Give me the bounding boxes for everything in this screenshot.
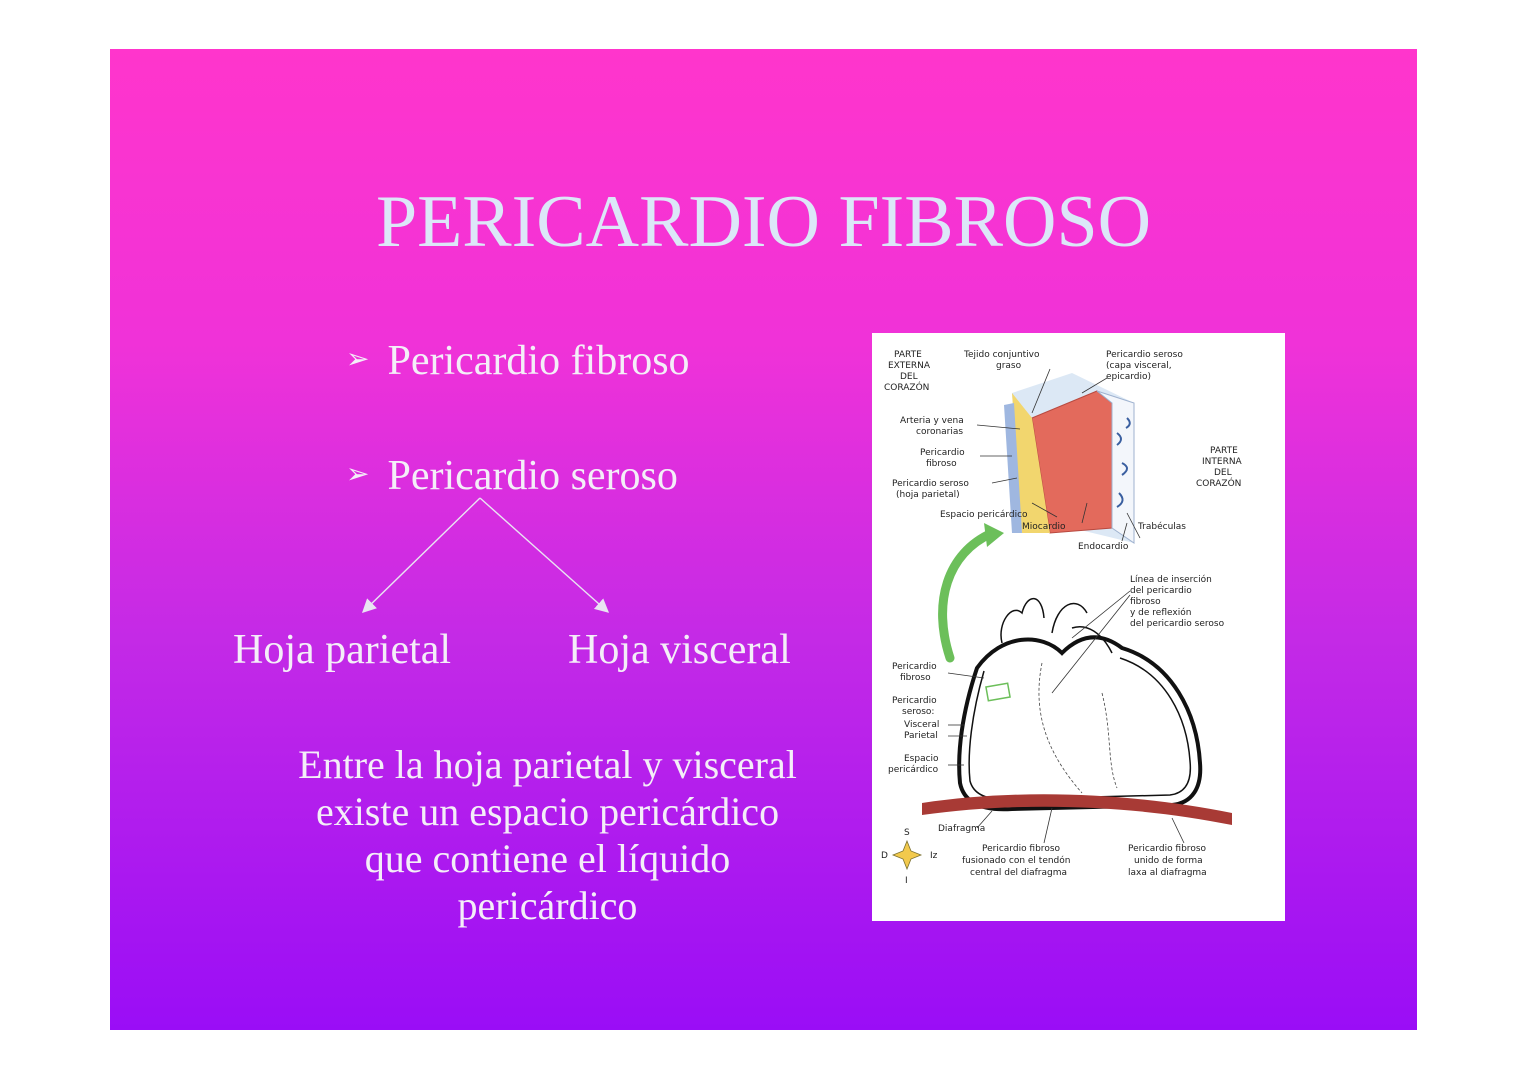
lbl-linea-insercion: Línea de inserción	[1130, 574, 1212, 585]
svg-text:del pericardio seroso: del pericardio seroso	[1130, 619, 1225, 629]
svg-text:CORAZÓN: CORAZÓN	[1196, 477, 1241, 489]
compass-i: I	[905, 876, 908, 886]
svg-text:CORAZÓN: CORAZÓN	[884, 381, 929, 393]
compass-iz: Iz	[930, 851, 938, 861]
svg-text:seroso:: seroso:	[902, 707, 934, 717]
svg-text:Visceral: Visceral	[904, 720, 939, 730]
branch-left-arrow	[361, 497, 481, 613]
lbl-side-espacio: Espacio	[904, 754, 939, 764]
lbl-fibroso-unido: Pericardio fibroso	[1128, 844, 1207, 854]
svg-text:coronarias: coronarias	[916, 427, 963, 437]
svg-text:fibroso: fibroso	[1130, 597, 1161, 607]
lbl-side-fibroso: Pericardio	[892, 662, 937, 672]
lbl-tejido: Tejido conjuntivo	[963, 350, 1040, 360]
svg-text:central del diafragma: central del diafragma	[970, 868, 1067, 878]
lbl-miocardio: Miocardio	[1022, 522, 1066, 532]
svg-text:graso: graso	[996, 361, 1022, 371]
svg-text:(capa visceral,: (capa visceral,	[1106, 361, 1172, 371]
bullet-arrow-icon: ➢	[346, 457, 370, 490]
lbl-parte-externa: PARTE	[894, 350, 922, 360]
svg-text:(hoja parietal): (hoja parietal)	[896, 490, 960, 500]
bullet-arrow-icon: ➢	[346, 342, 370, 375]
explanation-text: Entre la hoja parietal y visceral existe…	[250, 741, 845, 929]
lbl-diafragma: Diafragma	[938, 824, 985, 834]
lbl-side-seroso: Pericardio	[892, 696, 937, 706]
svg-text:DEL: DEL	[900, 372, 918, 382]
hoja-visceral-label: Hoja visceral	[568, 627, 791, 673]
svg-text:y de reflexión: y de reflexión	[1130, 607, 1191, 618]
bullet-pericardio-fibroso: ➢ Pericardio fibroso	[346, 337, 690, 385]
svg-text:DEL: DEL	[1214, 468, 1232, 478]
explanation-line: Entre la hoja parietal y visceral	[298, 742, 797, 787]
compass-d: D	[881, 851, 888, 861]
lbl-arteria: Arteria y vena	[900, 416, 964, 426]
explanation-line: pericárdico	[457, 883, 638, 928]
lbl-pericardio-seroso-parietal: Pericardio seroso	[892, 479, 969, 489]
svg-text:fibroso: fibroso	[926, 459, 957, 469]
heart-illustration: PARTE EXTERNA DEL CORAZÓN Tejido conjunt…	[881, 350, 1243, 886]
hoja-parietal-label: Hoja parietal	[233, 627, 452, 673]
bullet-text: Pericardio fibroso	[387, 338, 690, 384]
compass-s: S	[904, 828, 910, 838]
svg-text:fibroso: fibroso	[900, 673, 931, 683]
lbl-trabeculas: Trabéculas	[1137, 521, 1186, 532]
compass-icon	[891, 839, 923, 871]
lbl-espacio-pericardico: Espacio pericárdico	[940, 510, 1028, 520]
svg-text:unido de forma: unido de forma	[1134, 856, 1203, 866]
svg-text:fusionado con el tendón: fusionado con el tendón	[962, 855, 1070, 866]
svg-text:INTERNA: INTERNA	[1202, 457, 1243, 467]
lbl-parte-interna: PARTE	[1210, 446, 1238, 456]
bullet-pericardio-seroso: ➢ Pericardio seroso	[346, 452, 678, 500]
lbl-endocardio: Endocardio	[1078, 542, 1129, 552]
lbl-pericardio-seroso-top: Pericardio seroso	[1106, 350, 1183, 360]
branch-right-arrow	[479, 497, 610, 613]
svg-text:laxa al diafragma: laxa al diafragma	[1128, 868, 1207, 878]
tissue-block-illustration	[1004, 373, 1135, 544]
explanation-line: existe un espacio pericárdico	[315, 789, 780, 834]
svg-text:epicardio): epicardio)	[1106, 372, 1151, 382]
explanation-line: que contiene el líquido	[364, 836, 731, 881]
heart-diagram: PARTE EXTERNA DEL CORAZÓN Tejido conjunt…	[872, 333, 1285, 921]
slide-title: PERICARDIO FIBROSO	[375, 181, 1152, 263]
lbl-fibroso-fusionado: Pericardio fibroso	[982, 844, 1061, 854]
lbl-pericardio-fibroso-top: Pericardio	[920, 448, 965, 458]
svg-text:pericárdico: pericárdico	[888, 765, 939, 775]
green-curved-arrow-icon	[938, 528, 997, 663]
svg-text:del pericardio: del pericardio	[1130, 586, 1192, 596]
heart-outline	[957, 597, 1203, 812]
diaphragm-band	[922, 794, 1232, 825]
bullet-text: Pericardio seroso	[387, 453, 678, 499]
svg-text:Parietal: Parietal	[904, 731, 938, 741]
svg-text:EXTERNA: EXTERNA	[888, 361, 931, 371]
